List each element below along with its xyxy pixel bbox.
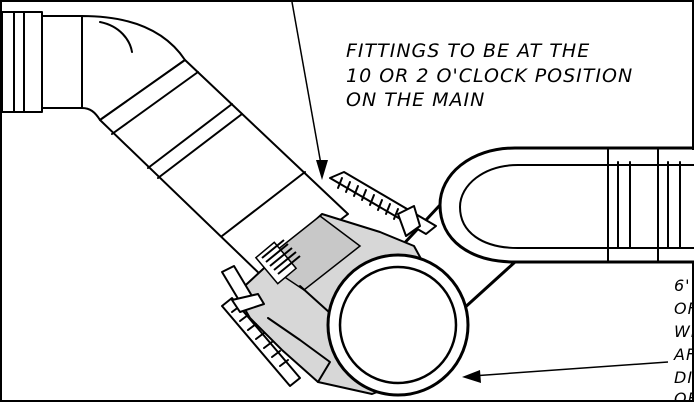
arrowhead-down: [316, 160, 328, 180]
right-note-line-1: 6': [674, 276, 691, 295]
note-line-1: FITTINGS TO BE AT THE: [346, 40, 590, 62]
right-note-truncated: 6' OF WI AF DI OF: [673, 276, 694, 402]
note-line-2: 10 OR 2 O'CLOCK POSITION: [346, 65, 633, 87]
right-note-line-3: WI: [674, 322, 694, 341]
leader-right: [462, 361, 669, 383]
main-pipe-inner-circle: [338, 265, 458, 385]
threaded-outlet: [254, 241, 298, 285]
upper-bolt: [329, 171, 437, 237]
lower-nut: [231, 293, 265, 313]
fittings-note: FITTINGS TO BE AT THE 10 OR 2 O'CLOCK PO…: [346, 40, 633, 111]
note-line-3: ON THE MAIN: [346, 89, 485, 111]
leader-fittings: [291, 1, 328, 180]
main-pipe-section: [326, 253, 470, 397]
right-note-line-5: DI: [674, 368, 693, 387]
main-right-pipe: [396, 146, 694, 332]
right-note-line-4: AF: [673, 345, 694, 364]
arrowhead-left: [462, 370, 481, 383]
upper-left-coupling: [1, 11, 43, 113]
upper-left-pipe: [1, 11, 349, 279]
right-note-line-6: OF: [674, 389, 694, 402]
upper-nut: [397, 205, 421, 237]
right-note-line-2: OF: [674, 299, 694, 318]
lower-bolt: [221, 265, 301, 387]
